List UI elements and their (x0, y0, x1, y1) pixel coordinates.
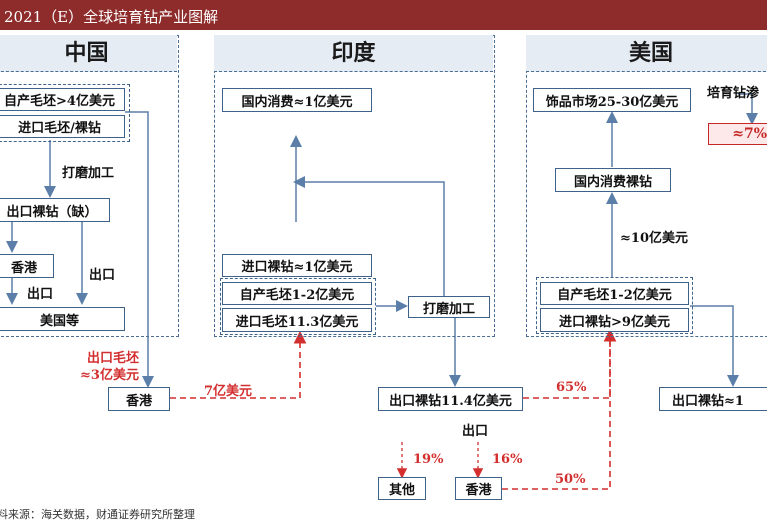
usa-export-bare: 出口裸钻≈1 (659, 387, 767, 411)
usa-penetration-label: 培育钻渗 (707, 86, 760, 101)
india-other: 其他 (378, 477, 426, 500)
china-export-rough-value: ≈3亿美元 (80, 368, 139, 383)
title-bar: 2021（E）全球培育钻产业图解 (0, 0, 767, 30)
source-note: 资料来源：海关数据，财通证券研究所整理 (0, 508, 195, 521)
hk-to-india-label: 7亿美元 (204, 384, 253, 399)
india-import-rough: 进口毛坯11.3亿美元 (222, 308, 372, 332)
china-self-rough: 自产毛坯>4亿美元 (0, 88, 125, 111)
page-title: 2021（E）全球培育钻产业图解 (4, 8, 219, 26)
india-usa-pct: 65% (556, 380, 587, 395)
usa-header: 美国 (526, 35, 767, 72)
china-arrow-export-rough (125, 111, 154, 388)
china-header: 中国 (0, 35, 177, 72)
india-export-bare: 出口裸钻11.4亿美元 (378, 387, 523, 411)
india-self-rough: 自产毛坯1-2亿美元 (222, 282, 372, 305)
china-us-etc: 美国等 (0, 307, 125, 331)
india-other-pct: 19% (413, 452, 444, 467)
usa-penetration-value: ≈7% (708, 123, 767, 145)
india-cut: 打磨加工 (408, 296, 490, 318)
india-rough-group (220, 278, 376, 335)
china-export-bare: 出口裸钻（缺） (0, 198, 110, 222)
india-import-bare: 进口裸钻≈1亿美元 (222, 254, 372, 277)
hk-middle: 香港 (108, 387, 170, 411)
china-export-label-2: 出口 (89, 268, 116, 283)
china-export-label-1: 出口 (27, 287, 54, 302)
usa-domestic-bare: 国内消费裸钻 (555, 168, 671, 192)
india-export-label: 出口 (462, 424, 489, 439)
china-import-rough: 进口毛坯/裸钻 (0, 115, 125, 138)
china-cut-label: 打磨加工 (62, 166, 115, 181)
hk-to-usa-flow (502, 332, 611, 490)
india-hk-pct: 16% (492, 452, 523, 467)
usa-10-label: ≈10亿美元 (620, 231, 688, 246)
india-domestic: 国内消费≈1亿美元 (222, 88, 372, 112)
india-hk: 香港 (455, 477, 502, 500)
usa-jewelry: 饰品市场25-30亿美元 (533, 88, 691, 112)
usa-supply-group (536, 277, 693, 334)
usa-arrow-penetration (738, 93, 758, 125)
china-rough-group (0, 84, 130, 142)
usa-self-rough: 自产毛坯1-2亿美元 (540, 282, 689, 305)
hk-usa-pct: 50% (555, 472, 586, 487)
usa-arrow-export (690, 305, 739, 387)
hk-to-india-flow (170, 330, 307, 399)
china-hk: 香港 (0, 254, 54, 278)
india-header: 印度 (214, 35, 493, 72)
china-export-rough-label: 出口毛坯 (87, 351, 140, 366)
india-arrow-cut-up (293, 176, 445, 296)
usa-import-bare: 进口裸钻>9亿美元 (540, 308, 689, 332)
